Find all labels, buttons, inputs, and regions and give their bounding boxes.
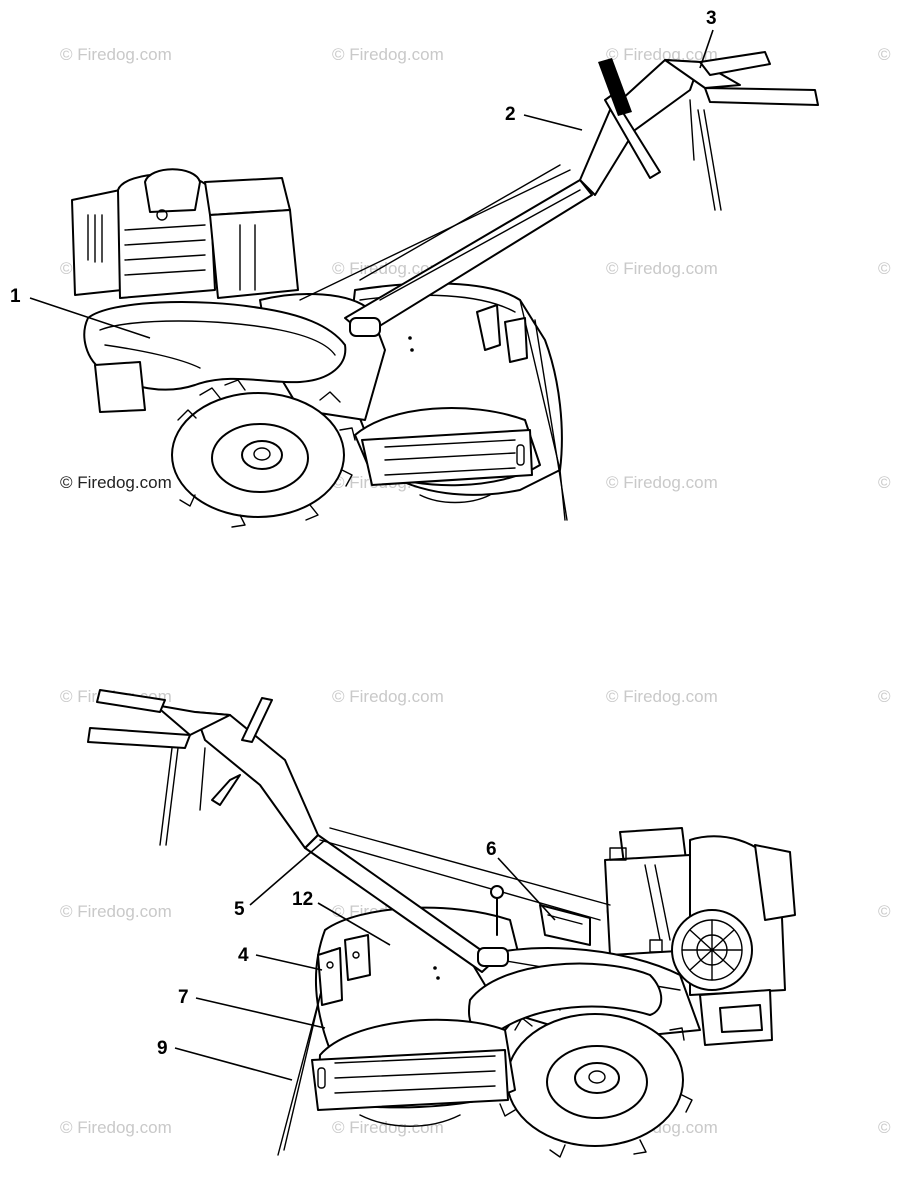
tiller-left-view bbox=[71, 51, 819, 528]
handlebar bbox=[87, 689, 611, 980]
watermark: © Firedog.com bbox=[332, 687, 444, 706]
engine bbox=[71, 168, 299, 299]
watermark: © Firedog.com bbox=[60, 902, 172, 921]
watermark-corner: © bbox=[878, 473, 891, 492]
callout-1: 1 bbox=[10, 286, 21, 307]
callout-6: 6 bbox=[486, 839, 497, 860]
callout-7: 7 bbox=[178, 987, 189, 1008]
leader-line-5 bbox=[249, 839, 326, 906]
engine bbox=[604, 827, 796, 1046]
callout-2: 2 bbox=[505, 104, 516, 125]
callout-4: 4 bbox=[238, 945, 249, 966]
handlebar bbox=[299, 51, 819, 352]
fender bbox=[83, 301, 347, 391]
leader-line-6 bbox=[497, 857, 556, 921]
callout-3: 3 bbox=[706, 8, 717, 29]
leader-line-12 bbox=[317, 902, 391, 946]
leader-line-7 bbox=[195, 997, 326, 1029]
tine-shield bbox=[354, 407, 541, 504]
watermark: © Firedog.com bbox=[606, 687, 718, 706]
leader-line-4 bbox=[255, 954, 323, 971]
watermark: © Firedog.com bbox=[606, 473, 718, 492]
depth-bar bbox=[476, 304, 528, 363]
callouts-bottom: 6 5 12 4 7 9 bbox=[157, 839, 556, 1081]
callout-9: 9 bbox=[157, 1038, 168, 1059]
leader-line-9 bbox=[174, 1047, 293, 1081]
wheel bbox=[171, 379, 356, 528]
watermark: © Firedog.com bbox=[332, 259, 444, 278]
callouts-top: 1 2 3 bbox=[10, 8, 717, 339]
watermark-corner: © bbox=[878, 902, 891, 921]
watermark: © Firedog.com bbox=[606, 45, 718, 64]
watermark-corner: © bbox=[878, 45, 891, 64]
leader-line-2 bbox=[523, 114, 583, 131]
watermark: © Firedog.com bbox=[606, 259, 718, 278]
tine-shield bbox=[311, 1018, 516, 1127]
watermark: © Firedog.com bbox=[332, 45, 444, 64]
tiller-right-view bbox=[87, 689, 796, 1158]
watermark: © Firedog.com bbox=[60, 473, 172, 492]
callout-5: 5 bbox=[234, 899, 245, 920]
leader-line-3 bbox=[699, 29, 714, 69]
watermark-corner: © bbox=[878, 687, 891, 706]
callout-12: 12 bbox=[292, 889, 313, 910]
watermark: © Firedog.com bbox=[60, 45, 172, 64]
watermark-corner: © bbox=[878, 1118, 891, 1137]
leader-line-1 bbox=[29, 297, 151, 339]
watermark-corner: © bbox=[878, 259, 891, 278]
watermark: © Firedog.com bbox=[60, 1118, 172, 1137]
depth-bar bbox=[317, 934, 371, 1006]
front-bracket bbox=[94, 361, 146, 413]
watermark: © Firedog.com bbox=[332, 1118, 444, 1137]
